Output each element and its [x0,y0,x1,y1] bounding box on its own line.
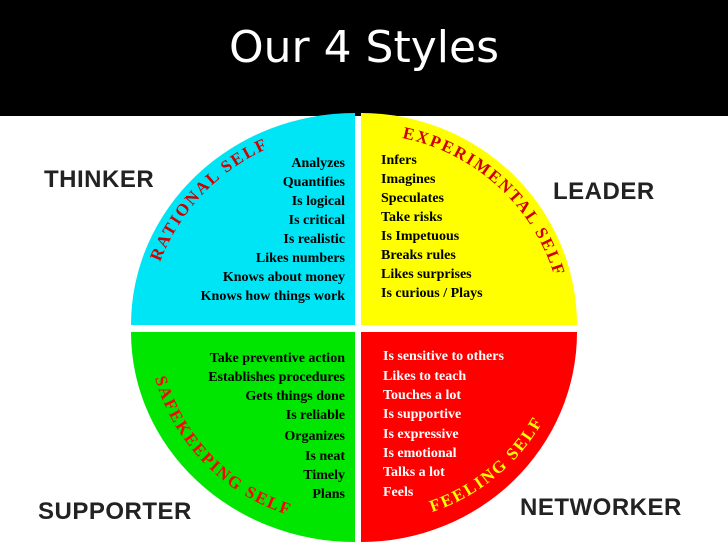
rational-item: Likes numbers [256,251,346,266]
experimental-items: Infers Imagines Speculates Take risks Is… [381,153,483,301]
thinker-label: THINKER [44,166,155,193]
experimental-item: Imagines [381,172,436,187]
experimental-item: Breaks rules [381,248,456,263]
feeling-item: Is emotional [383,446,457,461]
quadrant-rational [131,113,355,325]
feeling-item: Feels [383,485,414,500]
safekeeping-item: Timely [303,468,345,483]
safekeeping-item: Plans [312,487,345,502]
rational-item: Quantifies [283,175,346,190]
safekeeping-item: Establishes procedures [208,370,345,385]
rational-item: Knows about money [223,270,345,285]
safekeeping-item: Is neat [305,449,345,464]
rational-item: Is realistic [283,232,345,247]
safekeeping-item: Organizes [284,429,345,444]
quadrant-feeling [361,332,577,542]
experimental-item: Likes surprises [381,267,472,282]
feeling-items: Is sensitive to others Likes to teach To… [383,349,504,500]
safekeeping-item: Take preventive action [210,351,346,366]
rational-items: Analyzes Quantifies Is logical Is critic… [201,156,346,304]
feeling-item: Is supportive [383,407,461,422]
rational-item: Is critical [289,213,345,228]
quadrant-safekeeping [131,332,355,542]
experimental-item: Speculates [381,191,445,206]
rational-item: Is logical [292,194,345,209]
safekeeping-item: Gets things done [245,389,345,404]
feeling-item: Talks a lot [383,465,445,480]
rational-item: Analyzes [291,156,345,171]
feeling-item: Is expressive [383,427,459,442]
feeling-item: Is sensitive to others [383,349,504,364]
page-title: Our 4 Styles [228,22,499,73]
experimental-item: Is Impetuous [381,229,460,244]
safekeeping-item: Is reliable [286,408,345,423]
experimental-item: Take risks [381,210,443,225]
networker-label: NETWORKER [520,494,682,521]
leader-label: LEADER [553,178,655,205]
rational-item: Knows how things work [201,289,346,304]
title-bar: Our 4 Styles [0,0,728,116]
feeling-item: Likes to teach [383,369,466,384]
quadrant-experimental [361,113,577,325]
safekeeping-items: Take preventive action Establishes proce… [208,351,345,502]
feeling-item: Touches a lot [383,388,461,403]
experimental-item: Is curious / Plays [381,286,483,301]
experimental-item: Infers [381,153,417,168]
supporter-label: SUPPORTER [38,498,192,525]
